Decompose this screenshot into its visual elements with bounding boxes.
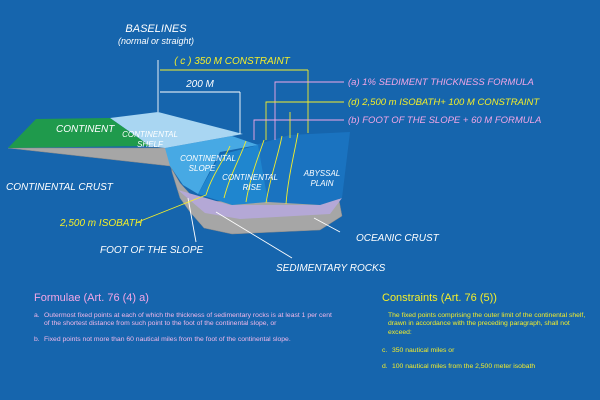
formula-item-a: a. Outermost fixed points at each of whi… [34, 312, 334, 329]
formulae-title: Formulae (Art. 76 (4) a) [34, 292, 149, 304]
isobath-2500-label: 2,500 m ISOBATH [59, 218, 143, 229]
shelf-label-1: CONTINENTAL [122, 130, 178, 139]
continental-crust-label: CONTINENTAL CRUST [6, 182, 114, 193]
rise-label-1: CONTINENTAL [222, 173, 278, 182]
constraint-d-text: 100 nautical miles from the 2,500 meter … [392, 362, 536, 370]
continental-margin-diagram: BASELINES (normal or straight) ( c ) 350… [6, 23, 541, 274]
leader-foot-of-slope [187, 197, 197, 243]
isobath-curve-4 [265, 135, 283, 204]
formula-b-marker: b. [34, 335, 40, 343]
constraint-item-d: d. 100 nautical miles from the 2,500 met… [382, 363, 592, 371]
isobath-constraint-label: (d) 2,500 m ISOBATH+ 100 M CONSTRAINT [348, 97, 540, 108]
leader-oceanic-crust [313, 217, 341, 233]
abyssal-label-2: PLAIN [310, 179, 333, 188]
isobath-curve-1 [205, 145, 231, 196]
leader-sediment-formula [274, 81, 344, 140]
continental-rise-surface [198, 145, 268, 205]
slope-label-2: SLOPE [189, 164, 216, 173]
leader-foot-formula [253, 119, 344, 140]
constraint-d-marker: d. [382, 362, 388, 370]
constraints-section: Constraints (Art. 76 (5)) The fixed poin… [382, 292, 592, 378]
constraint-c-text: 350 nautical miles or [392, 347, 455, 355]
constraint-350-label: ( c ) 350 M CONSTRAINT [174, 56, 290, 67]
foot-of-slope-label: FOOT OF THE SLOPE [100, 245, 203, 256]
isobath-curve-3 [245, 139, 265, 203]
sedimentary-rocks-label: SEDIMENTARY ROCKS [276, 263, 386, 274]
leader-sedimentary-rocks [215, 211, 293, 259]
formula-a-marker: a. [34, 312, 40, 319]
constraints-title: Constraints (Art. 76 (5)) [382, 292, 497, 304]
leader-isobath-constraint [265, 101, 344, 140]
formula-a-text: Outermost fixed points at each of which … [44, 312, 332, 328]
oceanic-crust-label: OCEANIC CRUST [356, 233, 440, 244]
abyssal-label-1: ABYSSAL [303, 169, 340, 178]
isobath-curve-2 [223, 140, 247, 199]
sedimentary-rocks-layer [178, 190, 342, 219]
baselines-subtitle: (normal or straight) [118, 36, 194, 46]
baselines-title: BASELINES [125, 23, 187, 35]
isobath-curve-5 [285, 132, 299, 205]
slope-label-1: CONTINENTAL [180, 154, 236, 163]
foot-formula-label: (b) FOOT OF THE SLOPE + 60 M FORMULA [348, 115, 541, 126]
shelf-label-2: SHELF [137, 140, 164, 149]
constraint-c-marker: c. [382, 347, 388, 355]
sediment-formula-label: (a) 1% SEDIMENT THICKNESS FORMULA [348, 77, 534, 88]
constraint-item-c: c. 350 nautical miles or [382, 347, 592, 355]
constraints-intro: The fixed points comprising the outer li… [388, 312, 586, 336]
rise-label-2: RISE [243, 183, 262, 192]
formula-b-text: Fixed points not more than 60 nautical m… [44, 335, 291, 343]
formula-item-b: b. Fixed points not more than 60 nautica… [34, 336, 334, 344]
leader-isobath-2500 [137, 194, 207, 223]
dist-200-label: 200 M [185, 79, 214, 90]
continental-slope-surface [165, 136, 258, 194]
continent-label: CONTINENT [56, 124, 115, 135]
continental-shelf-surface [110, 112, 243, 148]
formulae-section: Formulae (Art. 76 (4) a) a. Outermost fi… [34, 292, 334, 351]
continent-surface [8, 118, 150, 148]
